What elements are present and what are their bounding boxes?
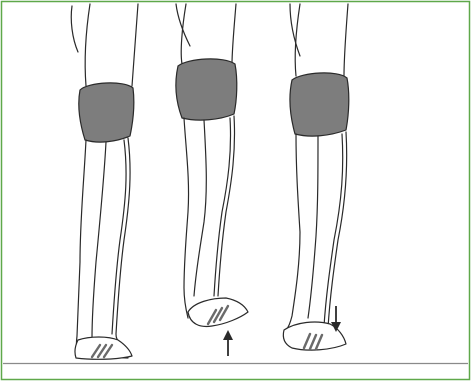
figure-3-leg-inner <box>308 136 318 318</box>
figure-heel-lowering <box>283 4 349 350</box>
figure-3-shorts <box>290 73 349 136</box>
figure-heel-raised <box>176 4 248 326</box>
figure-1-leg-inner <box>92 142 106 338</box>
figure-3-leg-front-outer <box>328 132 347 328</box>
figure-2-torso-back <box>181 4 186 64</box>
figure-3-torso-back <box>295 4 300 76</box>
figure-1-leg-front-outer <box>116 138 130 342</box>
figure-2-leg-inner <box>194 120 206 296</box>
figure-2-shorts <box>176 59 237 120</box>
figure-2-leg-front-inner <box>214 118 231 296</box>
figure-1-shorts <box>79 83 134 142</box>
arrow-up-icon <box>223 330 233 356</box>
figure-1-leg-back <box>76 140 128 358</box>
figure-1-torso-back <box>85 4 90 86</box>
figure-2-leg-front-outer <box>218 116 235 296</box>
figure-standing-flat <box>71 4 138 359</box>
figure-1-torso-front <box>132 4 138 86</box>
figure-2-shoe <box>188 298 248 326</box>
figure-3-leg-back <box>286 134 300 330</box>
figure-1-arm <box>71 6 78 52</box>
figure-2-leg-back <box>184 118 189 318</box>
figure-3-torso-front <box>344 4 348 76</box>
figure-2-torso-front <box>232 4 236 64</box>
